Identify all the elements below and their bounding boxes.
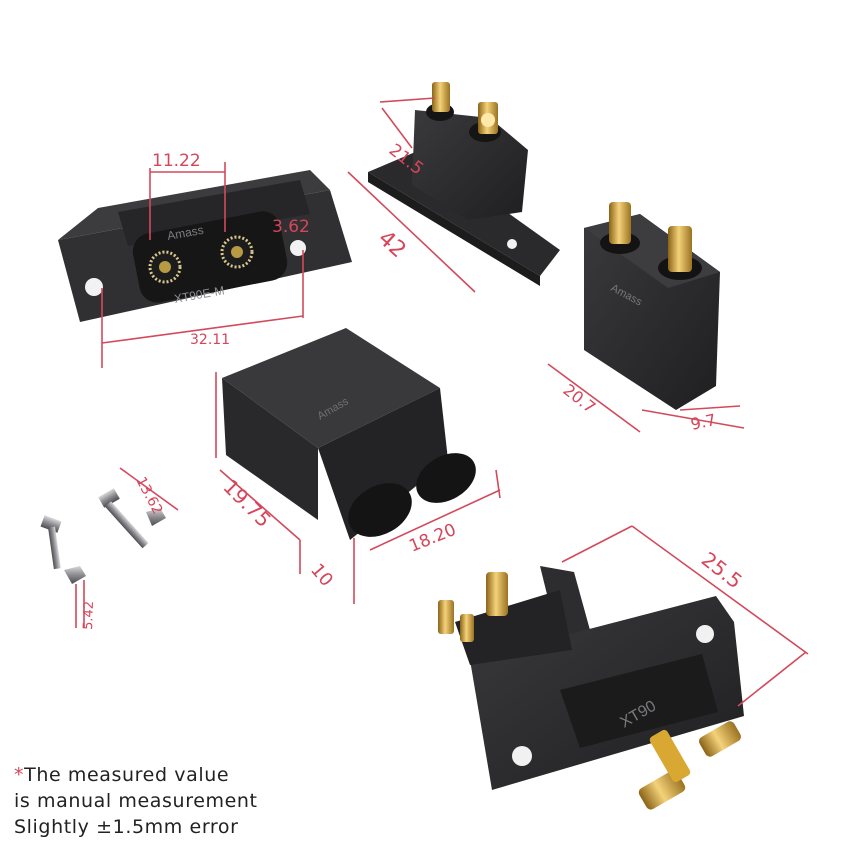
dim-pitch-label: 11.22 [152, 151, 201, 171]
dim-length-label: 42 [373, 226, 411, 263]
dim-hole-label: 3.62 [272, 217, 310, 237]
dim-width-label: 32.11 [190, 332, 230, 348]
upright-connector: Amass [584, 202, 720, 410]
note-line-2: is manual measurement [14, 790, 258, 812]
measurement-note: *The measured value is manual measuremen… [14, 762, 258, 840]
note-line-3: Slightly ±1.5mm error [14, 816, 239, 838]
flange-connector-side [368, 82, 560, 286]
dim-depth-label: 9.7 [689, 410, 718, 434]
flange-connector-front: XT90E-M Amass [58, 170, 352, 322]
dim-top-left: 11.22 3.62 32.11 [101, 151, 310, 368]
note-line-1-text: The measured value [24, 764, 230, 786]
screw-set [40, 488, 166, 584]
dim-width-label: 18.20 [406, 520, 459, 557]
note-asterisk: * [14, 764, 25, 786]
panel-connector: XT90 [438, 566, 744, 810]
dim-depth-label: 10 [306, 560, 337, 591]
dim-width-label: 25.5 [697, 547, 747, 593]
dim-width-label: 20.7 [560, 380, 600, 417]
dim-screws: 13.62 5.42 [75, 467, 179, 630]
plug-connector: Amass [222, 328, 476, 540]
brand-text: Amass [166, 223, 205, 243]
dim-length-label: 13.62 [132, 474, 165, 517]
dim-diameter-label: 5.42 [81, 601, 97, 630]
note-line-1: *The measured value [14, 762, 258, 788]
